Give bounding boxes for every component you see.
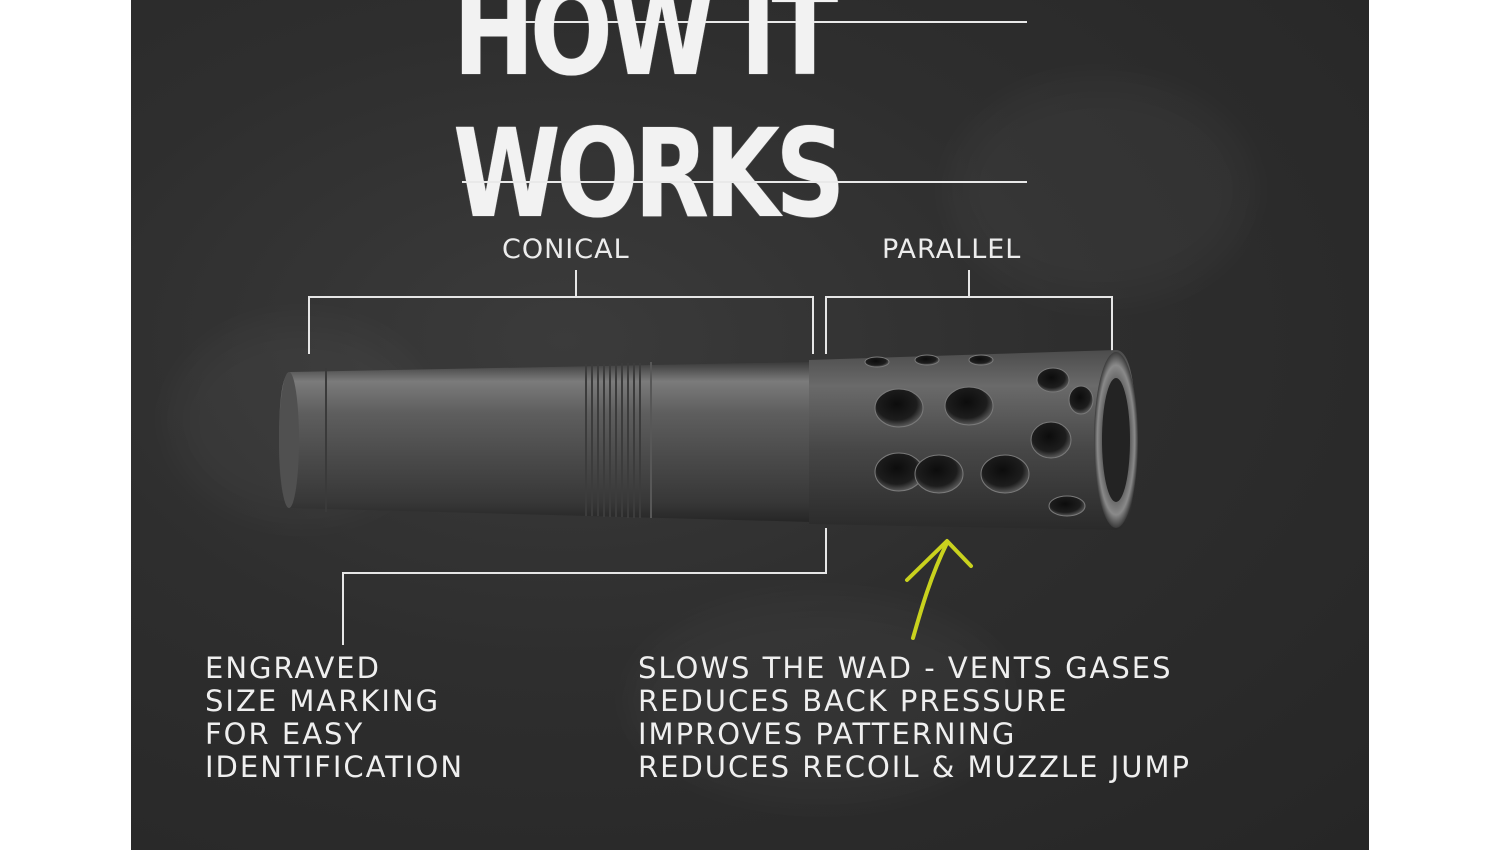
vent-holes: [864, 354, 1094, 517]
callout-line: REDUCES RECOIL & MUZZLE JUMP: [638, 750, 1191, 784]
callout-line: FOR EASY: [205, 717, 365, 751]
parallel-ported-section: [809, 350, 1138, 530]
conical-bracket: [308, 270, 814, 354]
callout-line: SIZE MARKING: [205, 684, 441, 718]
callout-line: IMPROVES PATTERNING: [638, 717, 1017, 751]
engraved-leader-line: [342, 528, 827, 645]
conical-label: CONICAL: [502, 234, 630, 265]
vent-benefits-callout: SLOWS THE WAD - VENTS GASES REDUCES BACK…: [638, 652, 1191, 784]
callout-line: IDENTIFICATION: [205, 750, 465, 784]
conical-tube-section: [279, 362, 811, 522]
engraved-callout: ENGRAVED SIZE MARKING FOR EASY IDENTIFIC…: [205, 652, 464, 784]
parallel-label: PARALLEL: [882, 234, 1022, 265]
title-top-rule: [462, 21, 1027, 23]
title-bottom-rule: [462, 181, 1027, 183]
parallel-bracket: [825, 270, 1113, 354]
callout-line: ENGRAVED: [205, 651, 381, 685]
vent-arrow: [905, 539, 973, 640]
callout-line: REDUCES BACK PRESSURE: [638, 684, 1069, 718]
callout-line: SLOWS THE WAD - VENTS GASES: [638, 651, 1173, 685]
choke-tube-diagram: [279, 270, 1138, 645]
chalkboard-background: HOW IT WORKS CONICAL PARALLEL: [131, 0, 1369, 850]
